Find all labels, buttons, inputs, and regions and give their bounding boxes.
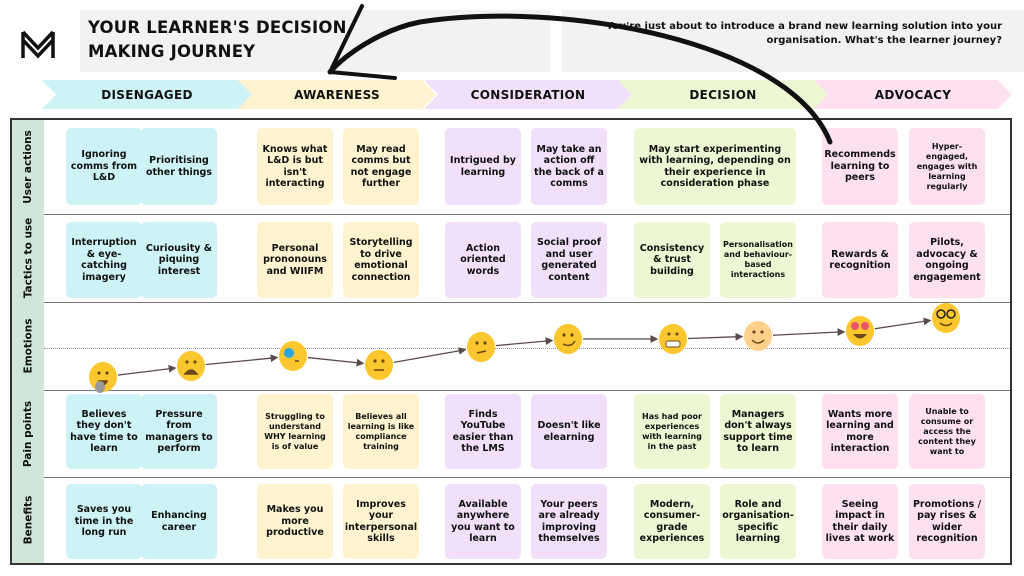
tactic-card: Personal prononouns and WIIFM: [257, 222, 333, 298]
pain-card: Wants more learning and more interaction: [822, 394, 898, 469]
action-card: Recommends learning to peers: [822, 128, 898, 205]
tactic-card: Consistency & trust building: [634, 222, 710, 298]
benefit-card: Role and organisation-specific learning: [720, 484, 796, 559]
stage-awareness: AWARENESS: [238, 80, 436, 109]
pain-card: Believes all learning is like compliance…: [343, 394, 419, 469]
page-title-line-1: YOUR LEARNER'S DECISION: [88, 18, 347, 37]
benefit-card: Modern, consumer-grade experiences: [634, 484, 710, 559]
action-card: May start experimenting with learning, d…: [634, 128, 796, 205]
benefit-card: Promotions / pay rises & wider recogniti…: [909, 484, 985, 559]
action-card: Hyper-engaged, engages with learning reg…: [909, 128, 985, 205]
action-card: May take an action off the back of a com…: [531, 128, 607, 205]
benefit-card: Your peers are already improving themsel…: [531, 484, 607, 559]
pain-card: Pressure from managers to perform: [141, 394, 217, 469]
tactic-card: Storytelling to drive emotional connecti…: [343, 222, 419, 298]
action-card: Prioritising other things: [141, 128, 217, 205]
tactic-card: Curiousity & piquing interest: [141, 222, 217, 298]
row-divider: [44, 214, 1010, 215]
stage-advocacy: ADVOCACY: [814, 80, 1012, 109]
benefit-card: Makes you more productive: [257, 484, 333, 559]
title-box: YOUR LEARNER'S DECISION MAKING JOURNEY: [80, 10, 550, 72]
row-label-text: Pain points: [22, 400, 34, 467]
row-label-text: Benefits: [22, 495, 34, 545]
pain-card: Struggling to understand WHY learning is…: [257, 394, 333, 469]
stage-disengaged: DISENGAGED: [42, 80, 252, 109]
row-label-text: Emotions: [22, 318, 35, 374]
brand-logo: [21, 30, 55, 59]
neutral-baseline: [44, 348, 1010, 349]
pain-card: Finds YouTube easier than the LMS: [445, 394, 521, 469]
tactic-card: Personalisation and behaviour-based inte…: [720, 222, 796, 298]
tactic-card: Rewards & recognition: [822, 222, 898, 298]
pain-card: Managers don't always support time to le…: [720, 394, 796, 469]
row-divider: [44, 390, 1010, 391]
action-card: Ignoring comms from L&D: [66, 128, 142, 205]
tactic-card: Interruption & eye-catching imagery: [66, 222, 142, 298]
pain-card: Believes they don't have time to learn: [66, 394, 142, 469]
row-label-benefits: Benefits: [12, 477, 44, 563]
row-divider: [44, 302, 1010, 303]
benefit-card: Available anywhere you want to learn: [445, 484, 521, 559]
pain-card: Doesn't like elearning: [531, 394, 607, 469]
row-divider: [44, 477, 1010, 478]
row-label-user-actions: User actions: [12, 120, 44, 214]
row-label-pain-points: Pain points: [12, 390, 44, 477]
action-card: May read comms but not engage further: [343, 128, 419, 205]
tactic-card: Pilots, advocacy & ongoing engagement: [909, 222, 985, 298]
benefit-card: Saves you time in the long run: [66, 484, 142, 559]
row-label-tactics-to-use: Tactics to use: [12, 214, 44, 302]
row-label-emotions: Emotions: [12, 302, 44, 390]
benefit-card: Enhancing career: [141, 484, 217, 559]
pain-card: Unable to consume or access the content …: [909, 394, 985, 469]
stage-consideration: CONSIDERATION: [424, 80, 632, 109]
action-card: Intrigued by learning: [445, 128, 521, 205]
benefit-card: Improves your interpersonal skills: [343, 484, 419, 559]
page-title-line-2: MAKING JOURNEY: [88, 42, 256, 61]
pain-card: Has had poor experiences with learning i…: [634, 394, 710, 469]
tactic-card: Action oriented words: [445, 222, 521, 298]
intro-text: You're just about to introduce a brand n…: [562, 10, 1024, 72]
row-label-text: Tactics to use: [22, 217, 35, 299]
stage-decision: DECISION: [618, 80, 828, 109]
row-label-text: User actions: [22, 130, 35, 204]
action-card: Knows what L&D is but isn't interacting: [257, 128, 333, 205]
benefit-card: Seeing impact in their daily lives at wo…: [822, 484, 898, 559]
tactic-card: Social proof and user generated content: [531, 222, 607, 298]
